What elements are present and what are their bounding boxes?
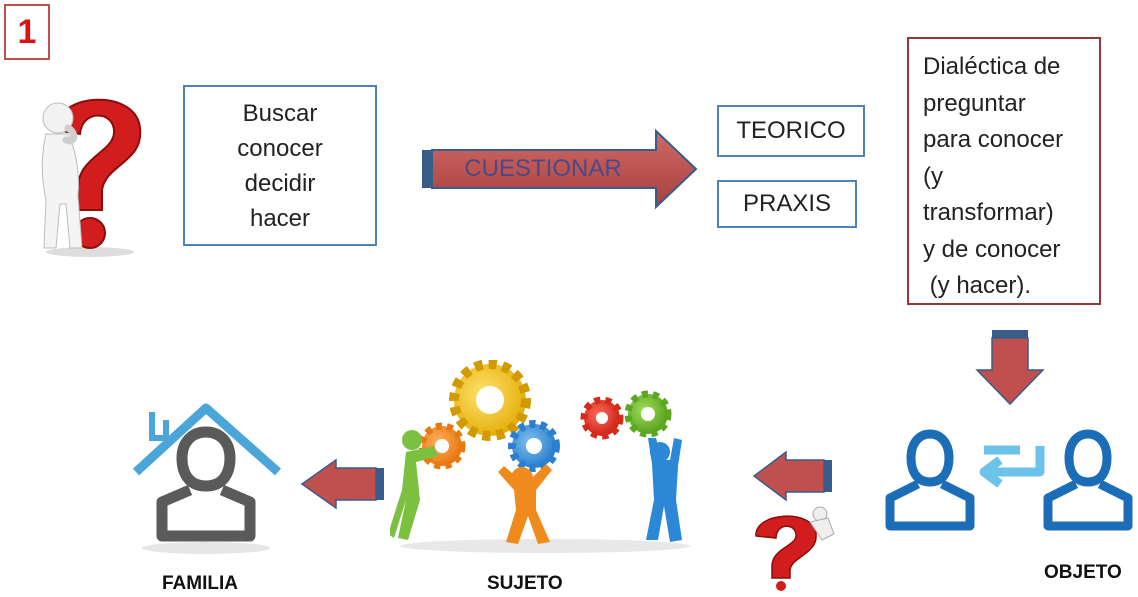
left-arrow-sujeto	[300, 458, 386, 510]
person-icon	[1043, 429, 1133, 531]
action-hacer: hacer	[249, 204, 311, 232]
praxis-box: PRAXIS	[717, 180, 857, 228]
dialectica-line: Dialéctica de	[923, 53, 1061, 80]
actions-box: Buscar conocer decidir hacer	[183, 85, 377, 246]
exchange-arrow-icon	[979, 445, 1045, 488]
small-question-figure-icon	[748, 500, 843, 592]
action-decidir: decidir	[244, 169, 316, 197]
objeto-caption: OBJETO	[1044, 562, 1122, 583]
dialectica-line: transformar)	[923, 199, 1054, 226]
dialectica-line: y de conocer	[923, 235, 1061, 263]
dialectica-line: (y hacer).	[923, 272, 1032, 299]
sujeto-caption: SUJETO	[487, 573, 563, 594]
slide-number: 1	[4, 4, 50, 60]
question-mark-figure-icon	[28, 78, 158, 258]
gear-team-icon	[388, 359, 700, 560]
down-arrow	[975, 328, 1045, 406]
objeto-group	[880, 418, 1138, 536]
cuestionar-arrow	[420, 128, 700, 210]
action-conocer: conocer	[237, 134, 323, 162]
dialectica-line: preguntar	[923, 89, 1026, 117]
dialectica-line: (y	[923, 162, 943, 190]
person-icon	[885, 429, 975, 531]
familia-caption: FAMILIA	[162, 573, 238, 594]
dialectica-line: para conocer	[923, 126, 1064, 153]
left-arrow-objeto	[752, 450, 834, 502]
cuestionar-label: CUESTIONAR	[464, 155, 622, 182]
house-person-icon	[132, 398, 282, 558]
teorico-box: TEORICO	[717, 105, 865, 157]
dialectica-box: Dialéctica de preguntar para conocer (y …	[907, 37, 1101, 305]
action-buscar: Buscar	[242, 99, 318, 127]
